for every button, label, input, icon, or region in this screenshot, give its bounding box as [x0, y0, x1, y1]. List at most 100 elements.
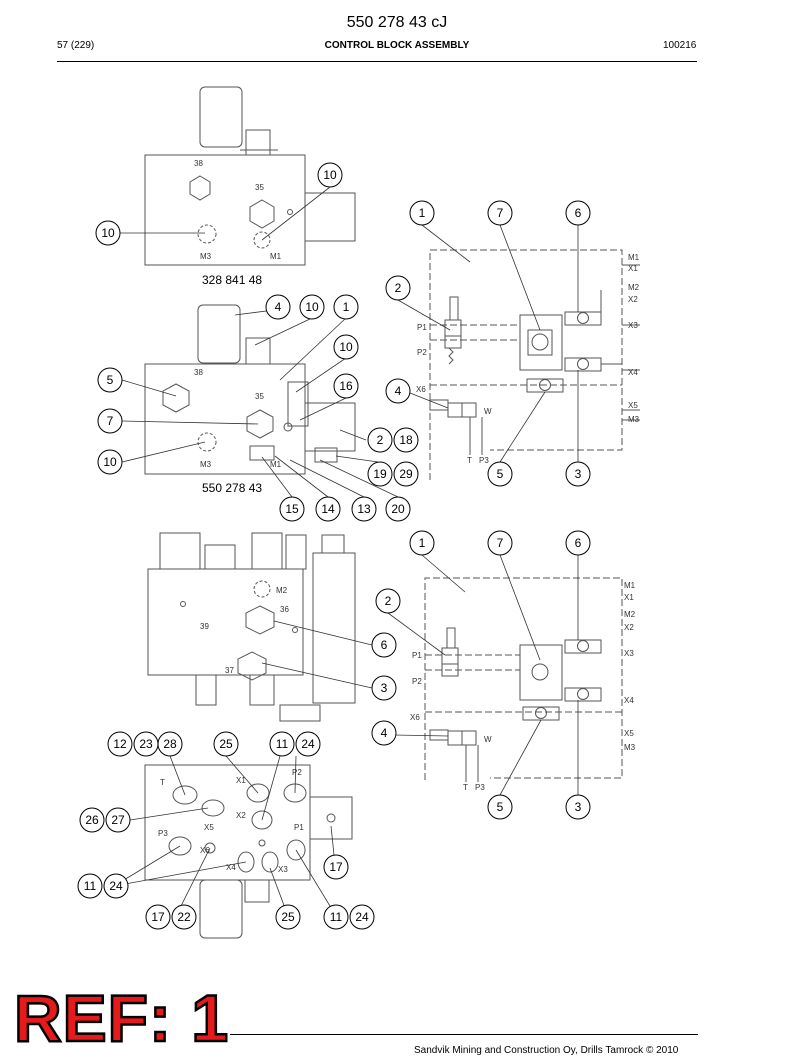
sch2-w: W [484, 735, 492, 744]
callout-2-s2 [375, 588, 401, 614]
callout-11-d2-text: 11 [84, 879, 97, 893]
port-p1-d: P1 [294, 823, 304, 832]
port-p3-d: P3 [158, 829, 168, 838]
callout-29-b-text: 29 [399, 467, 413, 481]
callout-27-d [105, 807, 131, 833]
sch1-x3: X3 [628, 321, 638, 330]
callout-11-d3 [323, 904, 349, 930]
callout-3-s1-text: 3 [575, 467, 582, 481]
callout-20-b [385, 496, 411, 522]
sch1-m1: M1 [628, 253, 640, 262]
section-title: CONTROL BLOCK ASSEMBLY [324, 40, 470, 51]
callout-7-b [97, 408, 123, 434]
callout-24-d1-text: 24 [301, 737, 315, 751]
callout-15-b [279, 496, 305, 522]
callout-18-b-text: 18 [399, 433, 413, 447]
callout-12-d [107, 731, 133, 757]
callout-11-d3-text: 11 [330, 910, 343, 924]
block-a-drawing [144, 86, 356, 266]
callout-11-d2 [77, 873, 103, 899]
cavity-37-c: 37 [225, 666, 234, 675]
port-t-d: T [160, 778, 165, 787]
callout-1-s1 [409, 200, 435, 226]
callout-7-s2-text: 7 [497, 536, 504, 550]
callout-11-d1-text: 11 [276, 737, 289, 751]
callout-24-d3 [349, 904, 375, 930]
port-p2-d: P2 [292, 768, 302, 777]
callout-1-s2 [409, 530, 435, 556]
callout-10-a1-text: 10 [323, 168, 337, 182]
callout-6-s1 [565, 200, 591, 226]
port-x5-d: X5 [204, 823, 214, 832]
block-b-drawing [144, 304, 356, 475]
block-a-label: 328 841 48 [202, 273, 262, 287]
callout-4-b-text: 4 [275, 300, 282, 314]
footer-copyright: Sandvik Mining and Construction Oy, Dril… [414, 1045, 679, 1056]
sch2-m2: M2 [624, 610, 636, 619]
callout-17-d1 [323, 854, 349, 880]
callout-22-d [171, 904, 197, 930]
callout-7-b-text: 7 [107, 414, 114, 428]
cavity-38-a: 38 [194, 159, 203, 168]
callout-10-a1 [317, 162, 343, 188]
callout-5-s1-text: 5 [497, 467, 504, 481]
callout-6-c-text: 6 [381, 638, 388, 652]
callout-16-b [333, 373, 359, 399]
callout-18-b [393, 427, 419, 453]
callout-26-d-text: 26 [85, 813, 99, 827]
sch2-x1: X1 [624, 593, 634, 602]
port-x2-d: X2 [236, 811, 246, 820]
callout-24-d3-text: 24 [355, 910, 369, 924]
document-title: 550 278 43 cJ [346, 14, 448, 31]
sch1-p3: P3 [479, 456, 489, 465]
callout-3-c [371, 675, 397, 701]
callout-2-s2-text: 2 [385, 594, 392, 608]
callout-5-b [97, 367, 123, 393]
block-d-drawing [144, 764, 353, 939]
callout-24-d2-text: 24 [109, 879, 123, 893]
callout-4-s1-text: 4 [395, 384, 402, 398]
port-m1-a: M1 [270, 252, 282, 261]
callout-22-d-text: 22 [177, 910, 191, 924]
sch1-m2: M2 [628, 283, 640, 292]
sch2-m3: M3 [624, 743, 636, 752]
callout-10-b3-text: 10 [103, 455, 117, 469]
sch2-p1: P1 [412, 651, 422, 660]
cavity-35-a: 35 [255, 183, 264, 192]
callout-13-b [351, 496, 377, 522]
sch2-x5: X5 [624, 729, 634, 738]
sch1-p2: P2 [417, 348, 427, 357]
callout-24-d2 [103, 873, 129, 899]
callout-25-d1-text: 25 [219, 737, 233, 751]
cavity-36-c: 36 [280, 605, 289, 614]
port-m3-b: M3 [200, 460, 212, 469]
callout-1-b-text: 1 [343, 300, 350, 314]
callout-2-s1 [385, 275, 411, 301]
callout-10-a2-text: 10 [101, 226, 115, 240]
port-x1-d: X1 [236, 776, 246, 785]
callout-10-a2 [95, 220, 121, 246]
sch1-x4: X4 [628, 368, 638, 377]
callout-10-b3 [97, 449, 123, 475]
callout-15-b-text: 15 [285, 502, 299, 516]
callout-10-b2-text: 10 [339, 340, 353, 354]
callout-2-s1-text: 2 [395, 281, 402, 295]
callout-23-d-text: 23 [139, 737, 153, 751]
callout-24-d1 [295, 731, 321, 757]
callout-10-b1 [299, 294, 325, 320]
callout-20-b-text: 20 [391, 502, 405, 516]
hydraulic-schematic-upper-components [429, 264, 640, 455]
callout-25-d1 [213, 731, 239, 757]
sch2-x4: X4 [624, 696, 634, 705]
callout-28-d [157, 731, 183, 757]
callout-7-s1 [487, 200, 513, 226]
callout-5-b-text: 5 [107, 373, 114, 387]
callout-4-s2-text: 4 [381, 726, 388, 740]
cavity-39-c: 39 [200, 622, 209, 631]
block-c-drawing [147, 532, 356, 722]
sch1-x2: X2 [628, 295, 638, 304]
header-rule [57, 61, 697, 62]
sch2-m1: M1 [624, 581, 636, 590]
cavity-38-b: 38 [194, 368, 203, 377]
